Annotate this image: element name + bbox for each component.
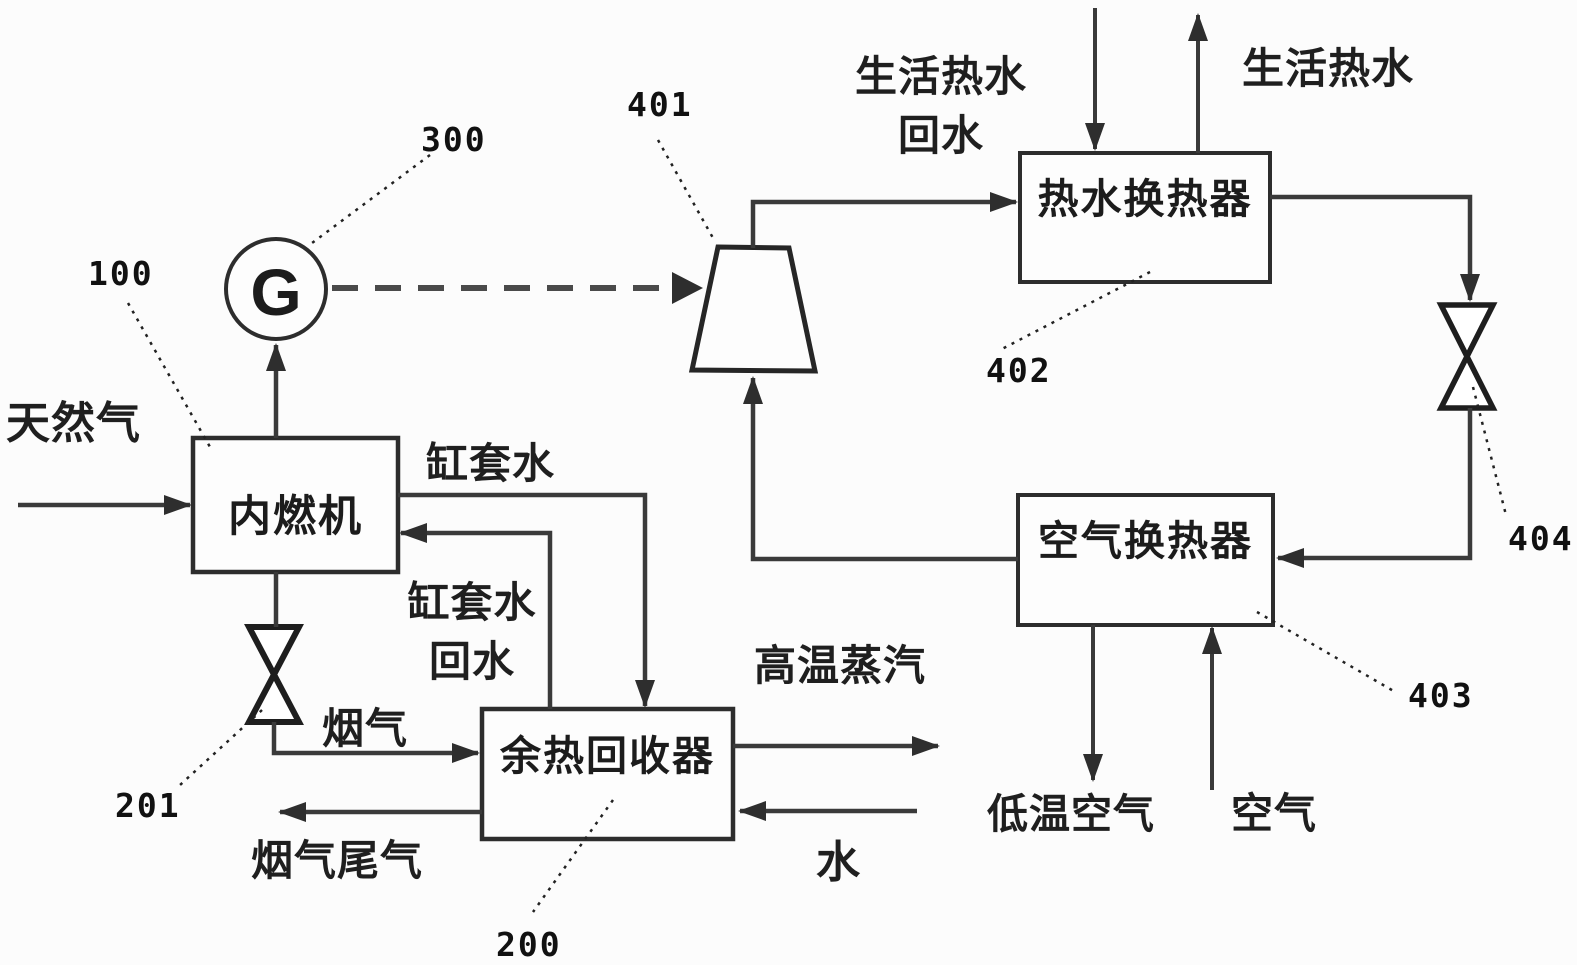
pipe-air-hx-to-turbine (743, 376, 1018, 562)
flue-gas-label: 烟气 (322, 705, 409, 752)
leader-401 (656, 139, 715, 239)
ref-402: 402 (986, 351, 1052, 390)
jacket-water-label: 缸套水 (426, 440, 556, 487)
leader-402 (999, 270, 1151, 352)
jacket-water-return-line2: 回水 (428, 637, 515, 685)
engine-label: 内燃机 (228, 493, 363, 541)
water-label: 水 (816, 838, 861, 887)
pipe-jacket-water-to-heat-recovery (398, 492, 655, 708)
ref-404: 404 (1508, 519, 1574, 558)
engine-valve-201-symbol (244, 624, 304, 725)
generator-circle (224, 237, 328, 341)
natural-gas-label: 天然气 (6, 399, 141, 448)
high-temp-steam-label: 高温蒸汽 (754, 642, 927, 689)
jacket-water-return-line1: 缸套水 (407, 579, 537, 626)
pipe-hot-water-hx-to-valve404 (1270, 194, 1480, 302)
leader-404 (1471, 386, 1508, 516)
jacket-water-return-label: 缸套水 回水 (402, 574, 542, 692)
cycle-valve-404-symbol (1436, 302, 1498, 411)
ref-401: 401 (627, 85, 693, 124)
ref-200: 200 (496, 925, 562, 964)
leader-300 (311, 153, 431, 245)
hot-water-hx-label: 热水换热器 (1037, 176, 1253, 222)
ref-300: 300 (421, 120, 487, 159)
ref-100: 100 (88, 254, 154, 293)
heat-recovery-label: 余热回收器 (500, 733, 715, 779)
turbine-symbol (688, 244, 819, 374)
dhw-return-line2: 回水 (897, 111, 984, 159)
low-temp-air-label: 低温空气 (987, 791, 1155, 837)
flue-gas-tail-label: 烟气尾气 (251, 837, 424, 884)
leader-201 (179, 709, 263, 786)
hot-water-hx-box (1018, 151, 1272, 284)
pipe-flue-gas-to-heat-recovery (271, 722, 480, 763)
dhw-supply-label: 生活热水 (1242, 45, 1415, 92)
generator-symbol-letter: G (250, 255, 302, 329)
air-hx-box (1016, 493, 1275, 627)
air-hx-label: 空气换热器 (1038, 518, 1253, 564)
dhw-return-label: 生活热水 回水 (853, 48, 1029, 166)
pipe-valve404-to-air-hx (1276, 408, 1473, 568)
leader-403 (1256, 610, 1398, 695)
shaft-arrowhead (672, 272, 703, 304)
leader-100 (126, 302, 212, 448)
ref-403: 403 (1408, 676, 1474, 715)
heat-recovery-box (479, 706, 736, 842)
pipe-turbine-to-hot-water-hx (750, 192, 1018, 248)
air-label: 空气 (1231, 790, 1318, 837)
engine-box (190, 435, 401, 575)
dhw-return-line1: 生活热水 (854, 53, 1027, 100)
pipe-jacket-water-return-to-engine (399, 523, 553, 709)
ref-201: 201 (115, 786, 181, 825)
